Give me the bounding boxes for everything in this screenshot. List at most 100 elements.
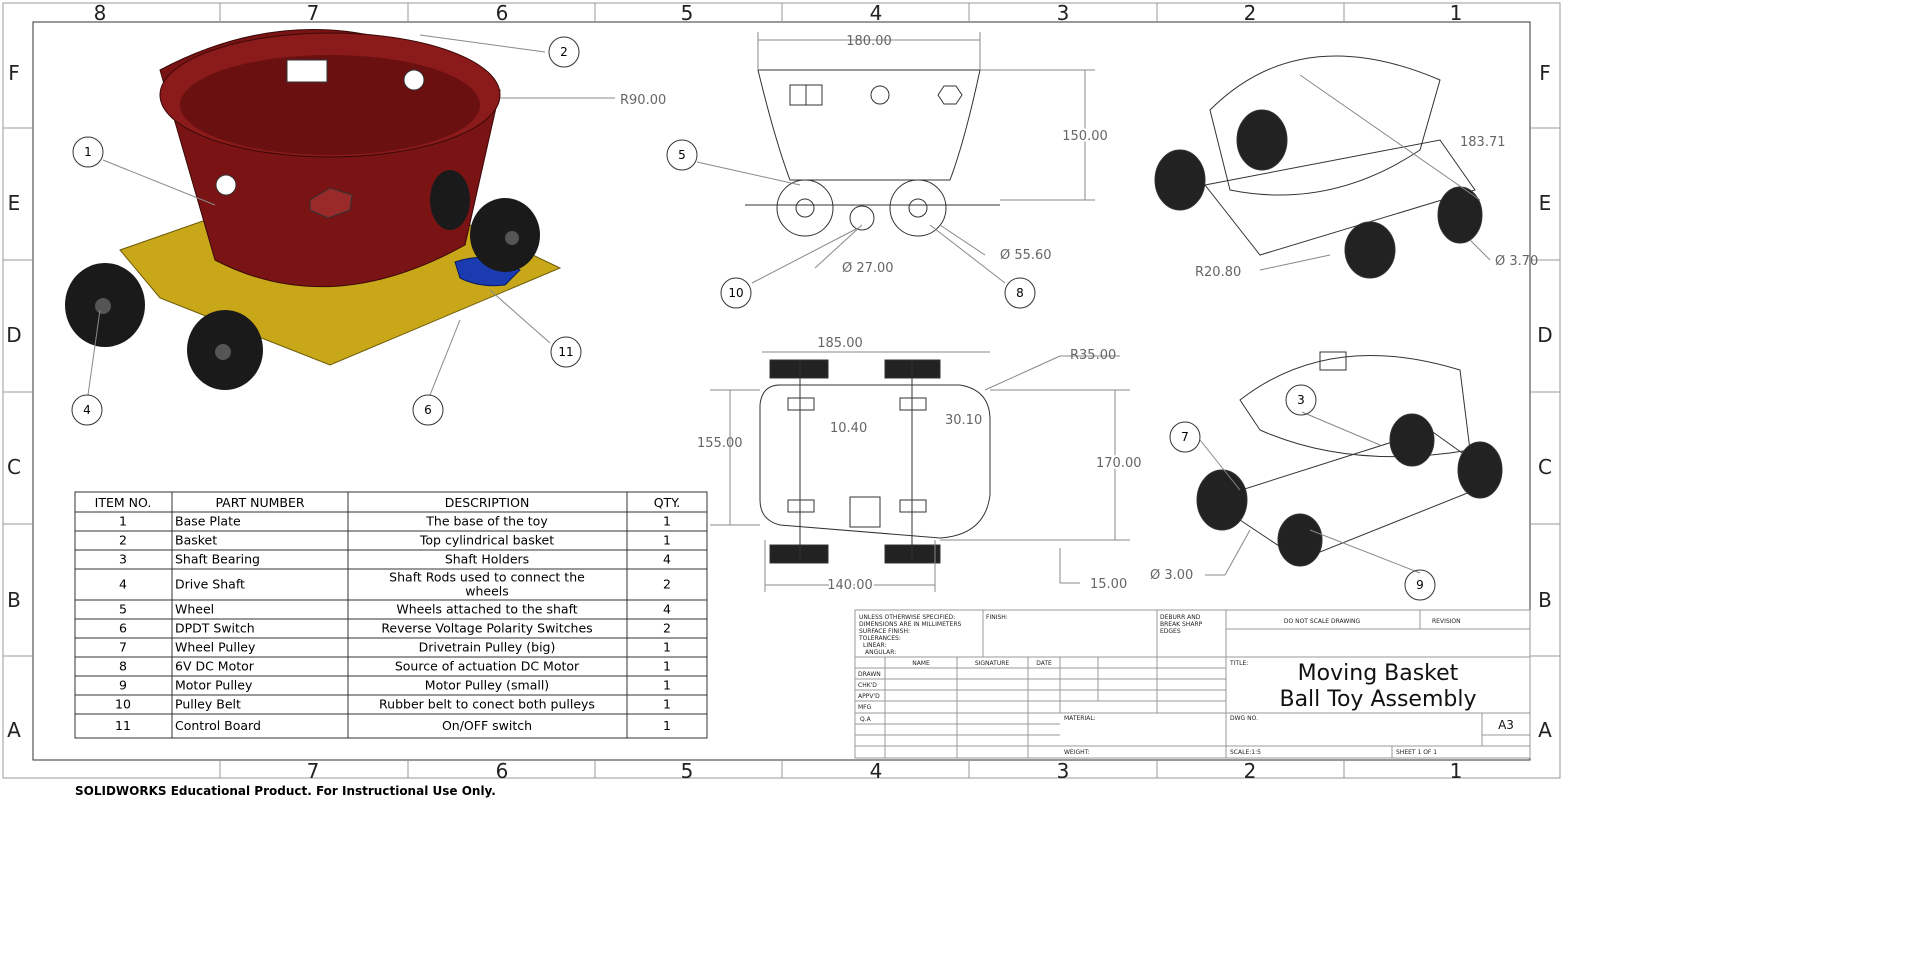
zone-dividers bbox=[3, 3, 1560, 778]
zone-row-b: B bbox=[7, 588, 21, 612]
tb-scale: SCALE:1:5 bbox=[1230, 749, 1261, 756]
tb-deburr-1: DEBURR AND bbox=[1160, 614, 1201, 621]
tb-spec-2: DIMENSIONS ARE IN MILLIMETERS bbox=[859, 621, 961, 628]
bom-description: Rubber belt to conect both pulleys bbox=[379, 697, 595, 712]
zone-col-7-bottom: 7 bbox=[307, 759, 320, 783]
bom-description: On/OFF switch bbox=[442, 718, 532, 733]
bom-item-no: 3 bbox=[119, 552, 127, 567]
bom-part-number: Shaft Bearing bbox=[175, 552, 260, 567]
isometric-view-underside-2 bbox=[1196, 351, 1503, 567]
balloon-6: 6 bbox=[412, 394, 444, 426]
zone-row-e: E bbox=[8, 191, 21, 215]
isometric-view-colored bbox=[65, 29, 562, 390]
dim-iso2-dist: 183.71 bbox=[1460, 135, 1506, 150]
zone-col-4-bottom: 4 bbox=[870, 759, 883, 783]
svg-text:1: 1 bbox=[84, 145, 92, 159]
dim-front-width: 180.00 bbox=[846, 34, 892, 49]
bom-item-no: 1 bbox=[119, 514, 127, 529]
bom-part-number: Base Plate bbox=[175, 514, 241, 529]
iso3-dimensions: Ø 3.00 bbox=[1150, 529, 1251, 583]
tb-date-header: DATE bbox=[1036, 660, 1052, 667]
bom-qty: 2 bbox=[663, 577, 671, 592]
tb-dwg-no: DWG NO. bbox=[1230, 715, 1258, 722]
tb-sheet-size: A3 bbox=[1498, 718, 1514, 732]
tb-revision: REVISION bbox=[1432, 618, 1461, 625]
bom-item-no: 6 bbox=[119, 621, 127, 636]
tb-deburr-2: BREAK SHARP bbox=[1160, 621, 1203, 628]
bom-header: ITEM NO. PART NUMBER DESCRIPTION QTY. bbox=[95, 495, 681, 510]
zone-row-a-right: A bbox=[1538, 718, 1552, 742]
zone-col-8: 8 bbox=[94, 1, 107, 25]
bom-description-line2: wheels bbox=[465, 584, 509, 599]
front-view bbox=[745, 69, 1000, 237]
tb-signature-header: SIGNATURE bbox=[975, 660, 1010, 667]
svg-text:QTY.: QTY. bbox=[654, 495, 681, 510]
bom-item-no: 8 bbox=[119, 659, 127, 674]
dim-top-radius: R35.00 bbox=[1070, 348, 1116, 363]
zone-row-f: F bbox=[8, 61, 20, 85]
dim-top-height-left: 155.00 bbox=[697, 436, 743, 451]
dim-front-height: 150.00 bbox=[1062, 129, 1108, 144]
dim-iso2-radius: R20.80 bbox=[1195, 265, 1241, 280]
dim-top-bottom-width: 140.00 bbox=[827, 578, 873, 593]
tb-finish: FINISH: bbox=[986, 614, 1008, 621]
dim-top-offset: 15.00 bbox=[1090, 577, 1127, 592]
drawing-title-line1: Moving Basket bbox=[1298, 661, 1459, 686]
tb-drawn: DRAWN bbox=[858, 671, 881, 678]
zone-col-5-bottom: 5 bbox=[681, 759, 694, 783]
bom-description: Source of actuation DC Motor bbox=[395, 659, 580, 674]
bom-qty: 1 bbox=[663, 659, 671, 674]
dim-wheel-dia: Ø 55.60 bbox=[1000, 248, 1052, 263]
zone-row-c: C bbox=[7, 455, 21, 479]
front-view-dimensions: 180.00 150.00 Ø 27.00 Ø 55.60 R90.00 bbox=[500, 32, 1110, 276]
zone-col-3: 3 bbox=[1057, 1, 1070, 25]
balloon-2: 2 bbox=[548, 36, 580, 68]
svg-text:4: 4 bbox=[83, 403, 91, 417]
svg-text:5: 5 bbox=[678, 148, 686, 162]
bom-qty: 1 bbox=[663, 514, 671, 529]
bom-item-no: 10 bbox=[115, 697, 131, 712]
bom-description: Motor Pulley (small) bbox=[425, 678, 549, 693]
bom-item-no: 4 bbox=[119, 577, 127, 592]
drawing-title-line2: Ball Toy Assembly bbox=[1279, 687, 1476, 712]
balloon-4: 4 bbox=[71, 394, 103, 426]
svg-text:11: 11 bbox=[558, 345, 573, 359]
zone-col-4: 4 bbox=[870, 1, 883, 25]
zone-row-d-right: D bbox=[1537, 323, 1552, 347]
zone-col-2-bottom: 2 bbox=[1244, 759, 1257, 783]
tb-spec-3: SURFACE FINISH: bbox=[859, 628, 910, 635]
svg-text:PART NUMBER: PART NUMBER bbox=[215, 495, 304, 510]
bom-description: Shaft Holders bbox=[445, 552, 529, 567]
svg-text:2: 2 bbox=[560, 45, 568, 59]
bom-item-no: 11 bbox=[115, 718, 131, 733]
tb-deburr-3: EDGES bbox=[1160, 628, 1181, 635]
bom-part-number: Wheel Pulley bbox=[175, 640, 256, 655]
bom-part-number: Basket bbox=[175, 533, 217, 548]
educational-watermark: SOLIDWORKS Educational Product. For Inst… bbox=[75, 784, 496, 798]
tb-checked: CHK'D bbox=[858, 682, 877, 689]
bom-item-no: 5 bbox=[119, 602, 127, 617]
bom-part-number: DPDT Switch bbox=[175, 621, 255, 636]
balloon-9: 9 bbox=[1404, 569, 1436, 601]
balloon-5: 5 bbox=[666, 139, 698, 171]
balloons: 1 2 3 4 5 6 7 8 9 10 11 bbox=[71, 34, 1436, 601]
svg-text:6: 6 bbox=[424, 403, 432, 417]
svg-text:3: 3 bbox=[1297, 393, 1305, 407]
tb-approved: APPV'D bbox=[858, 693, 880, 700]
bom-qty: 2 bbox=[663, 621, 671, 636]
tb-mfg: MFG bbox=[858, 704, 872, 711]
tb-spec-6: ANGULAR: bbox=[865, 649, 896, 656]
dim-iso3-dia: Ø 3.00 bbox=[1150, 568, 1193, 583]
bom-qty: 1 bbox=[663, 533, 671, 548]
tb-spec-5: LINEAR: bbox=[863, 642, 887, 649]
zone-col-3-bottom: 3 bbox=[1057, 759, 1070, 783]
balloon-8: 8 bbox=[1004, 277, 1036, 309]
